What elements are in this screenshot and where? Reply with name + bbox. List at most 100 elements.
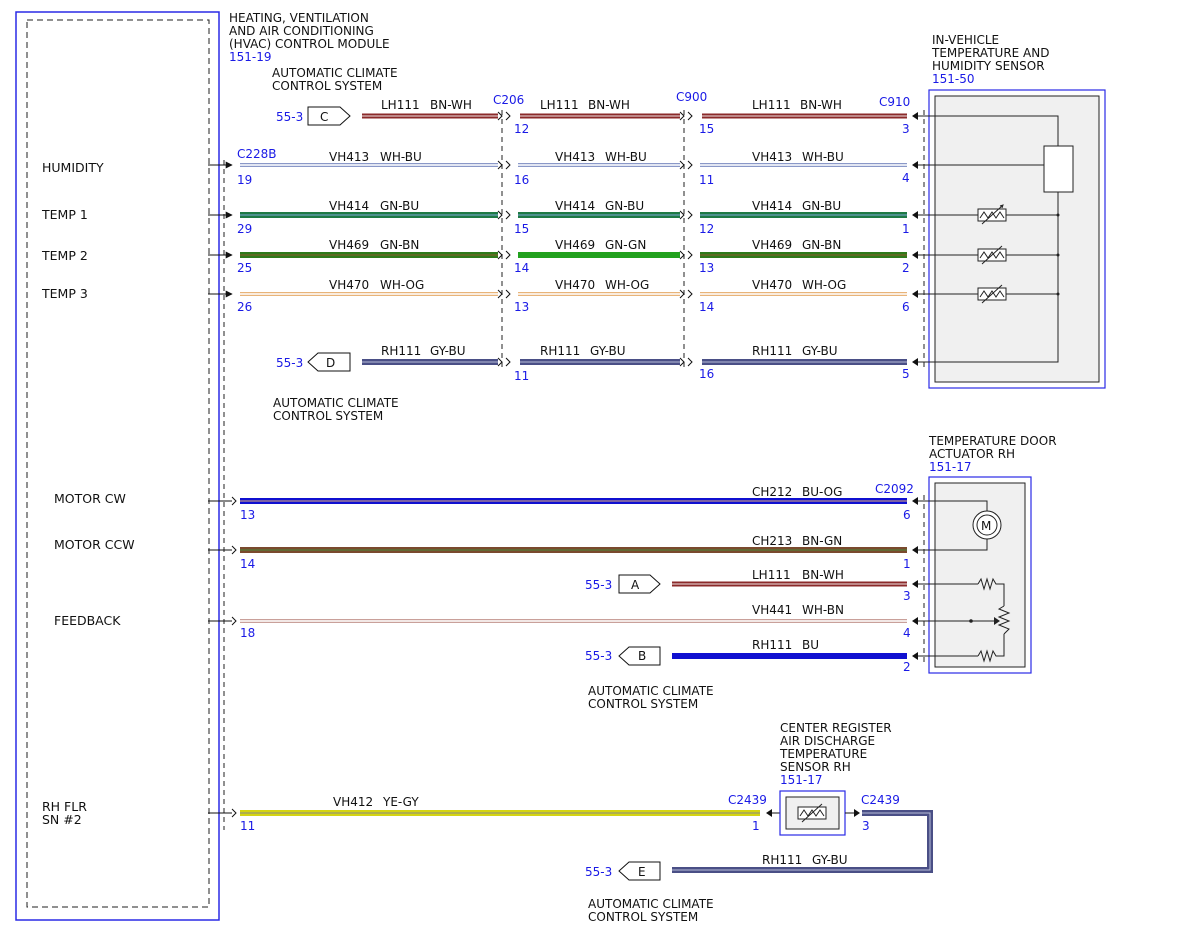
svg-text:M: M [981,519,991,533]
motor-icon: M [972,510,1002,540]
module-title-2: AND AIR CONDITIONING [229,24,374,38]
wire-circuit: CH213 [752,534,792,548]
thermistor-icon [977,284,1007,304]
wire-ch212[interactable]: CH212 BU-OG 13 6 [208,485,911,522]
hvac-module: HEATING, VENTILATION AND AIR CONDITIONIN… [15,11,390,921]
wire-vh412[interactable]: VH412 YE-GY 11 C2439 1 [208,793,780,833]
wire-color: WH-OG [802,278,846,292]
wire-circuit: LH111 [752,98,791,112]
wire-color: WH-BN [802,603,844,617]
pin-num: 1 [902,222,910,236]
wire-circuit: RH111 [381,344,421,358]
wire-color: GN-BU [802,199,841,213]
acs-label-low-2: CONTROL SYSTEM [588,697,698,711]
c900-label: C900 [676,90,707,104]
module-ref: 151-19 [229,50,272,64]
actuator-title-2: ACTUATOR RH [929,447,1015,461]
pin-num: 13 [240,508,255,522]
pin-label-feedback: FEEDBACK [54,613,121,628]
c2439-label-a: C2439 [728,793,767,807]
wire-color: GY-BU [812,853,848,867]
wire-color: BN-WH [588,98,630,112]
wire-color: WH-OG [380,278,424,292]
pin-num: 25 [237,261,252,275]
wire-circuit: LH111 [752,568,791,582]
pin-label-rh-flr-2: SN #2 [42,812,82,827]
wire-color: GN-BU [605,199,644,213]
pin-num: 6 [903,508,911,522]
wire-color: BN-WH [800,98,842,112]
pin-num: 3 [862,819,870,833]
page-ref-e: 55-3 [585,865,612,879]
pin-num: 5 [902,367,910,381]
wire-circuit: VH413 [329,150,369,164]
sensor-title-1: IN-VEHICLE [932,33,999,47]
wire-circuit: VH470 [329,278,369,292]
wire-lh111-a[interactable]: 55-3 A LH111 BN-WH 3 [585,568,911,603]
pin-num: 4 [903,626,911,640]
pin-num: 11 [240,819,255,833]
pin-num: 15 [699,122,714,136]
wire-circuit: CH212 [752,485,792,499]
wire-vh414[interactable]: VH414 GN-BU VH414 GN-BU VH414 GN-BU 29 1… [208,199,910,236]
pin-num: 11 [514,369,529,383]
sensor-humidity: IN-VEHICLE TEMPERATURE AND HUMIDITY SENS… [912,33,1106,389]
wire-color: BN-GN [802,534,842,548]
wire-color: BU-OG [802,485,842,499]
wire-rh111-top[interactable]: 55-3 D RH111 GY-BU RH111 GY-BU RH111 GY-… [276,344,910,383]
pin-label-temp3: TEMP 3 [41,286,88,301]
pin-num: 1 [752,819,760,833]
wire-vh470[interactable]: VH470 WH-OG VH470 WH-OG VH470 WH-OG 26 1… [208,278,910,314]
c910-label: C910 [879,95,910,109]
wire-circuit: LH111 [381,98,420,112]
wire-circuit: VH470 [555,278,595,292]
pin-num: 3 [903,589,911,603]
page-ref-a: 55-3 [585,578,612,592]
wire-rh111-b[interactable]: 55-3 B RH111 BU 2 [585,638,911,674]
page-ref-b: 55-3 [585,649,612,663]
c2439-label-b: C2439 [861,793,900,807]
wire-color: GY-BU [430,344,466,358]
register-title-2: AIR DISCHARGE [780,734,875,748]
pin-num: 13 [514,300,529,314]
c2092-label: C2092 [875,482,914,496]
acs-label-mid-1: AUTOMATIC CLIMATE [273,396,399,410]
pin-num: 16 [699,367,714,381]
c206-label: C206 [493,93,524,107]
wire-circuit: VH412 [333,795,373,809]
wire-circuit: VH441 [752,603,792,617]
wire-color: GY-BU [590,344,626,358]
wire-circuit: VH414 [752,199,792,213]
actuator-title-1: TEMPERATURE DOOR [928,434,1057,448]
page-tag-e: E [638,865,646,879]
page-tag-b: B [638,649,646,663]
acs-label-low-1: AUTOMATIC CLIMATE [588,684,714,698]
register-sensor: CENTER REGISTER AIR DISCHARGE TEMPERATUR… [779,721,900,836]
wire-color: WH-BU [802,150,844,164]
module-title-3: (HVAC) CONTROL MODULE [229,37,390,51]
pin-num: 18 [240,626,255,640]
pin-num: 4 [902,171,910,185]
wire-vh469[interactable]: VH469 GN-BN VH469 GN-GN VH469 GN-BN 25 1… [208,238,910,275]
pin-num: 14 [699,300,714,314]
module-title-1: HEATING, VENTILATION [229,11,369,25]
pin-num: 14 [240,557,255,571]
wire-color: GN-BN [802,238,841,252]
wire-color: WH-BU [380,150,422,164]
wire-circuit: VH469 [555,238,595,252]
wire-lh111-top[interactable]: 55-3 C LH111 BN-WH LH111 BN-WH LH111 BN-… [276,98,910,136]
pin-label-temp2: TEMP 2 [41,248,88,263]
pin-num: 12 [514,122,529,136]
wire-color: WH-BU [605,150,647,164]
register-ref: 151-17 [780,773,823,787]
wire-rh111-e[interactable]: 55-3 E RH111 GY-BU [585,810,933,881]
wire-vh441[interactable]: VH441 WH-BN 18 4 [208,603,911,640]
pin-num: 3 [902,122,910,136]
wire-circuit: VH413 [555,150,595,164]
pin-label-temp1: TEMP 1 [41,207,88,222]
wire-ch213[interactable]: CH213 BN-GN 14 1 [208,534,911,571]
actuator-rh: TEMPERATURE DOOR ACTUATOR RH 151-17 M [912,434,1057,674]
register-title-4: SENSOR RH [780,760,851,774]
wire-vh413[interactable]: VH413 WH-BU VH413 WH-BU VH413 WH-BU 19 1… [208,150,910,187]
wire-circuit: LH111 [540,98,579,112]
